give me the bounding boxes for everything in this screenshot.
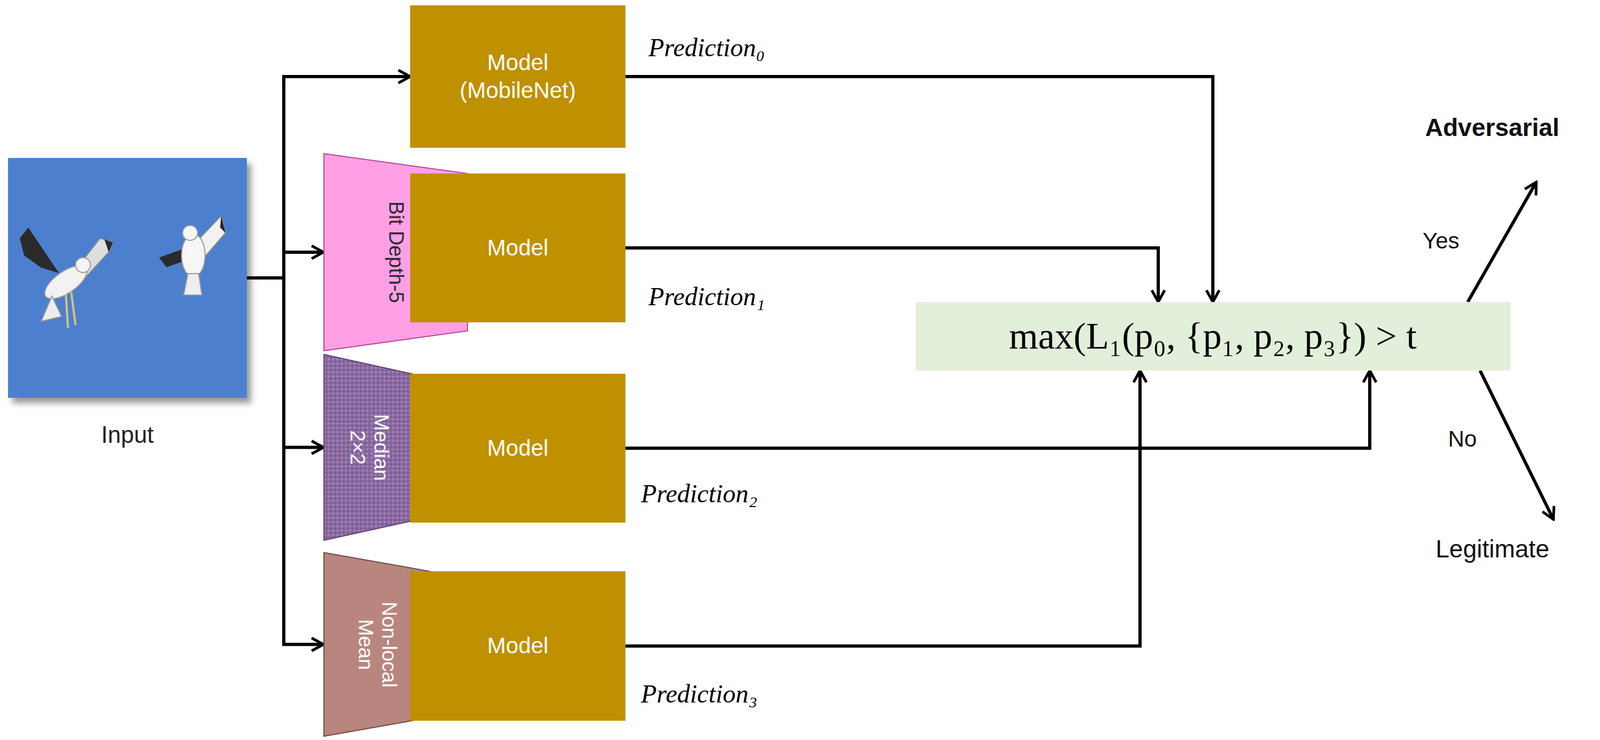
connector-arrow	[246, 252, 324, 278]
model-box: Model (MobileNet)	[410, 5, 626, 148]
image-caption: Input	[8, 421, 247, 449]
bird-head	[182, 225, 198, 241]
node-label: Model	[487, 631, 549, 661]
bird-tail	[41, 296, 62, 322]
filter-label: Bit Depth-5	[383, 179, 408, 325]
branch-label: No	[1447, 426, 1477, 452]
prediction-label: Prediction₂	[640, 478, 758, 509]
filter-label: Non-local Mean	[353, 591, 400, 699]
bird-body	[181, 234, 206, 277]
prediction-label: Prediction₃	[640, 678, 758, 708]
bird-wingtip	[104, 239, 113, 253]
model-box: Model	[410, 571, 626, 721]
node-label: Legitimate	[1435, 534, 1550, 564]
edge-label-patch: Prediction₃	[637, 678, 761, 708]
edge-label-patch: Prediction₀	[645, 32, 769, 63]
decision-formula: max(L₁(p₀, {p₁, p₂, p₃}) > t	[915, 302, 1511, 371]
connector-arrow	[1467, 182, 1537, 303]
input-image	[8, 157, 252, 404]
input-image-node: Input	[8, 157, 247, 449]
edge-label-patch: No	[1444, 426, 1481, 452]
branch-label: Yes	[1422, 228, 1460, 254]
connector-arrow	[1480, 370, 1554, 520]
node-label: Model	[487, 434, 549, 463]
bird-left	[19, 227, 113, 329]
output-label: Adversarial	[1417, 106, 1568, 150]
filter-label: Median 2×2	[345, 402, 392, 494]
node-label: Model	[487, 234, 549, 263]
formula-text: max(L₁(p₀, {p₁, p₂, p₃}) > t	[1008, 314, 1417, 358]
connector-arrow	[246, 277, 324, 645]
model-box: Model	[410, 373, 626, 523]
node-label: Model (MobileNet)	[429, 48, 607, 105]
prediction-label: Prediction₁	[648, 281, 766, 312]
trapezoid-outline	[323, 354, 414, 541]
sky-background	[8, 157, 247, 398]
prediction-label: Prediction₀	[648, 32, 766, 63]
connector-arrow	[625, 76, 1213, 303]
model-box: Model	[410, 173, 626, 323]
connector-arrow	[625, 370, 1370, 449]
output-label: Legitimate	[1428, 527, 1557, 571]
edge-label-patch: Prediction₂	[637, 478, 761, 509]
bird-legs	[65, 291, 76, 329]
connector-arrow	[625, 370, 1141, 647]
edge-label-patch: Yes	[1419, 228, 1463, 254]
bird-tail	[183, 273, 202, 296]
bird-wing	[19, 227, 59, 274]
bird-right	[159, 215, 226, 296]
bird-wingtip	[220, 215, 226, 233]
node-label: Adversarial	[1425, 113, 1560, 142]
bird-head	[75, 257, 91, 273]
edge-label-patch: Prediction₁	[645, 281, 769, 312]
preprocess-trapezoid: Median 2×2	[323, 353, 415, 541]
